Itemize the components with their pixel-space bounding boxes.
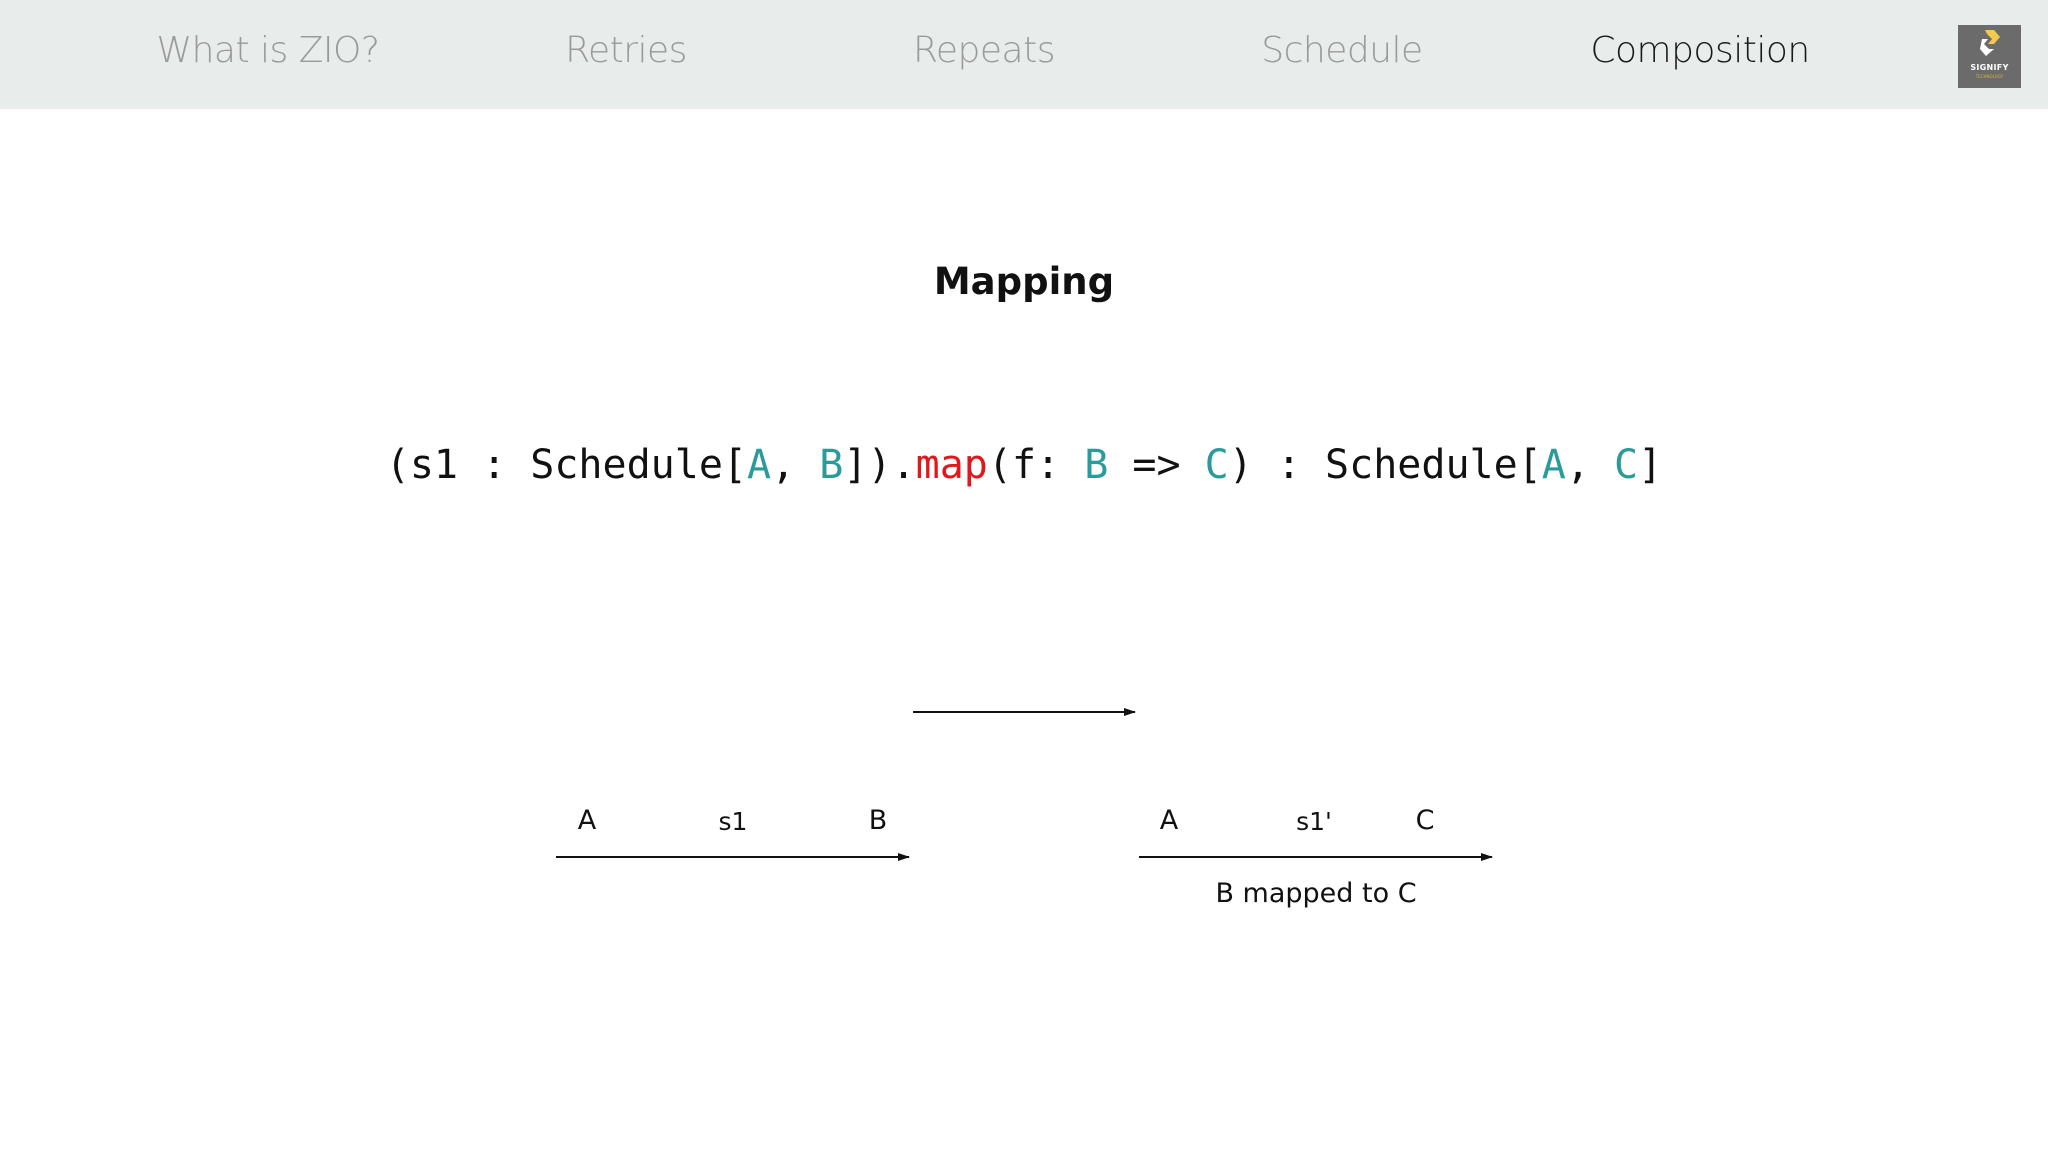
slide-title: Mapping: [933, 260, 1115, 303]
type-param: B: [1084, 442, 1109, 488]
mapping-caption: B mapped to C: [1215, 878, 1417, 909]
code-text: =>: [1108, 442, 1205, 488]
right-input-label: A: [1159, 805, 1179, 836]
code-text: ,: [771, 442, 820, 488]
nav-item-composition[interactable]: Composition: [1590, 30, 1810, 71]
right-output-label: C: [1415, 805, 1435, 836]
nav-item-schedule[interactable]: Schedule: [1261, 30, 1423, 71]
left-output-label: B: [868, 805, 888, 836]
nav-item-repeats[interactable]: Repeats: [913, 30, 1055, 71]
code-signature: (s1 : Schedule[A, B]).map(f: B => C) : S…: [0, 442, 2048, 488]
nav-item-retries[interactable]: Retries: [565, 30, 687, 71]
right-schedule-label: s1': [1296, 807, 1332, 836]
code-text: (s1 : Schedule[: [385, 442, 747, 488]
signify-logo-icon: SIGNIFY TECHNOLOGY: [1958, 25, 2021, 88]
type-param: B: [819, 442, 844, 488]
left-input-label: A: [577, 805, 597, 836]
top-navigation-bar: What is ZIO? Retries Repeats Schedule Co…: [0, 0, 2048, 109]
code-text: ) : Schedule[: [1228, 442, 1542, 488]
logo-subtitle: TECHNOLOGY: [1975, 74, 2004, 79]
code-text: ]).: [843, 442, 916, 488]
type-param: C: [1204, 442, 1229, 488]
type-param: A: [747, 442, 772, 488]
code-text: ,: [1565, 442, 1615, 488]
nav-item-what-is-zio[interactable]: What is ZIO?: [156, 30, 380, 71]
logo-wordmark: SIGNIFY: [1970, 63, 2009, 72]
code-text: (f:: [987, 442, 1085, 488]
type-param: C: [1614, 442, 1639, 488]
left-schedule-label: s1: [718, 807, 748, 836]
method-name: map: [915, 442, 988, 488]
code-text: ]: [1638, 442, 1663, 488]
type-param: A: [1541, 442, 1566, 488]
